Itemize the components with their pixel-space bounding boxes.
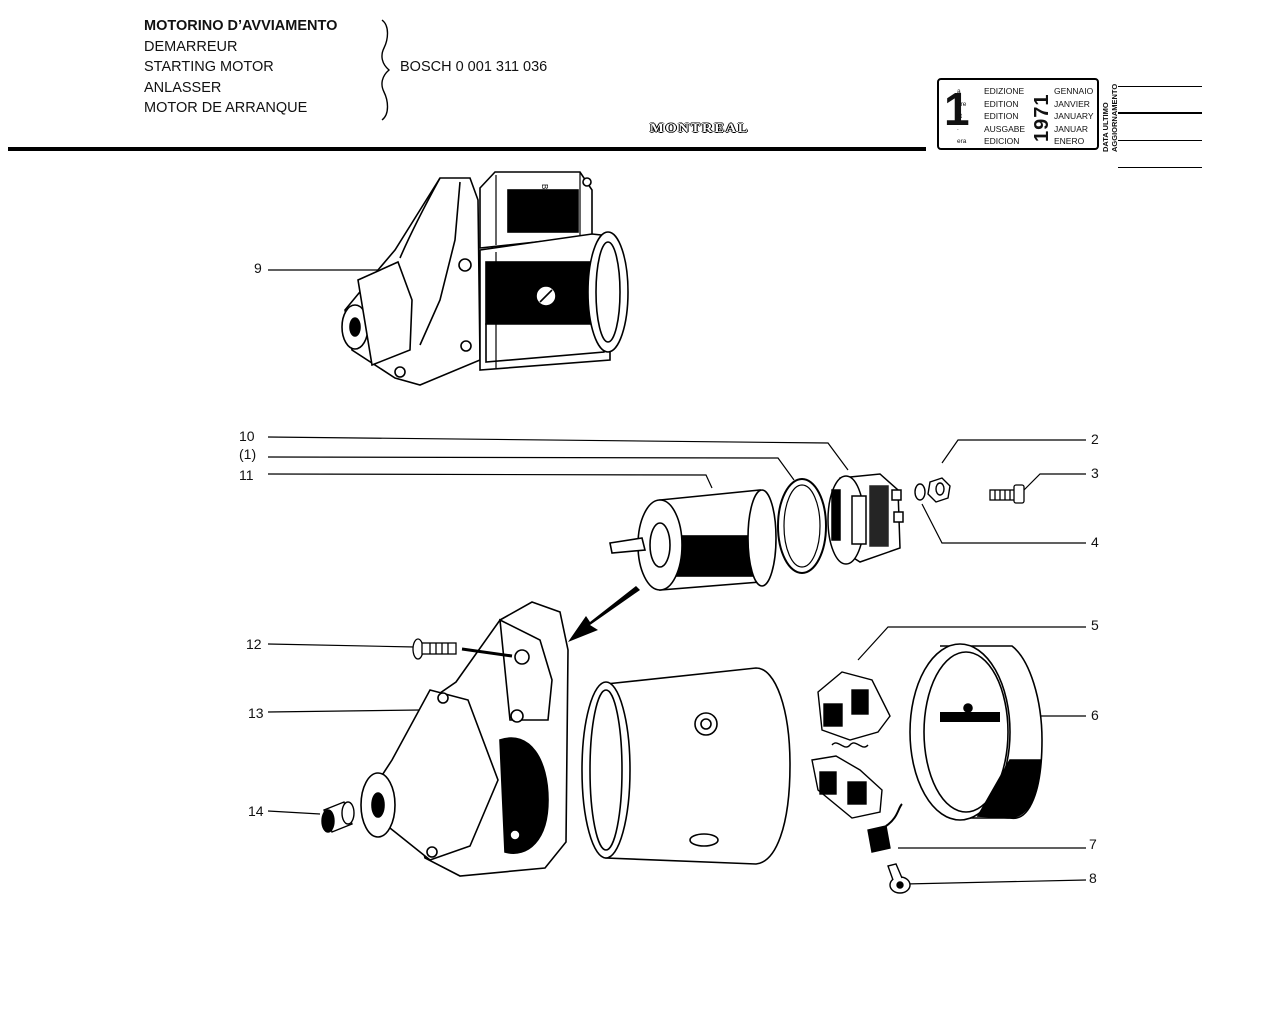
washer — [914, 483, 926, 501]
callout-6: 6 — [1091, 707, 1099, 723]
callout-14: 14 — [248, 803, 264, 819]
callout-1: (1) — [239, 446, 257, 462]
callout-8: 8 — [1089, 870, 1097, 886]
gasket-ring — [777, 478, 827, 574]
leader-line-4 — [921, 503, 1086, 544]
bushing — [321, 801, 355, 833]
month-word: JANVIER — [1054, 98, 1090, 109]
drive-end-housing — [360, 601, 569, 877]
callout-12: 12 — [246, 636, 262, 652]
leader-line-11 — [267, 473, 713, 489]
update-line — [1118, 166, 1202, 169]
title-german: ANLASSER — [144, 79, 222, 96]
nut — [927, 477, 951, 503]
edition-number: 1 — [944, 83, 970, 135]
title-french: DEMARREUR — [144, 38, 238, 55]
edition-word: EDICION — [984, 136, 1020, 147]
edition-word: EDIZIONE — [984, 86, 1025, 96]
assembled-starter-motor: BOSCH — [341, 171, 629, 386]
field-frame-housing — [581, 667, 791, 865]
leader-line-3 — [1023, 473, 1086, 491]
edition-suffix: era — [957, 138, 967, 145]
leader-line-1 — [267, 456, 795, 481]
spring-clip — [887, 863, 911, 894]
part-number: BOSCH 0 001 311 036 — [400, 59, 548, 75]
callout-10: 10 — [239, 428, 255, 444]
model-logo: MONTREAL — [650, 120, 750, 135]
leader-line-13 — [267, 709, 421, 713]
title-block: MOTORINO D’AVVIAMENTO DEMARREUR STARTING… — [144, 16, 337, 119]
edition-word: AUSGABE — [984, 123, 1026, 134]
edition-suffix: st — [957, 113, 963, 120]
callout-13: 13 — [248, 705, 264, 721]
leader-line-14 — [267, 810, 321, 815]
cover-band — [909, 643, 1043, 821]
update-line — [1118, 86, 1202, 88]
leader-line-2 — [941, 439, 1086, 464]
screw — [989, 484, 1025, 504]
bolt — [412, 638, 513, 660]
callout-3: 3 — [1091, 465, 1099, 481]
assembly-arrow — [568, 586, 640, 642]
edition-word: EDITION — [984, 111, 1019, 122]
callout-7: 7 — [1089, 836, 1097, 852]
edition-box: 1 a ere st . era EDIZIONE EDITION EDITIO… — [937, 78, 1099, 150]
edition-suffix: ere — [957, 101, 967, 108]
header-rule — [8, 147, 926, 151]
edition-word: EDITION — [984, 98, 1019, 109]
housing-brand-label: BOSCH — [540, 184, 549, 213]
solenoid-cover — [827, 473, 904, 565]
month-word: JANUAR — [1054, 123, 1089, 134]
carbon-brush — [867, 803, 903, 853]
callout-11: 11 — [239, 467, 254, 483]
update-line — [1118, 139, 1202, 141]
leader-line-12 — [267, 643, 416, 648]
leader-line-5 — [857, 626, 1086, 661]
callout-5: 5 — [1091, 617, 1099, 633]
month-word: GENNAIO — [1054, 86, 1094, 96]
title-brace — [381, 19, 391, 121]
month-word: JANUARY — [1054, 111, 1094, 122]
callout-4: 4 — [1091, 534, 1099, 550]
title-spanish: MOTOR DE ARRANQUE — [144, 100, 308, 117]
edition-suffix: a — [957, 88, 961, 95]
leader-line-8 — [904, 879, 1087, 885]
update-line — [1118, 112, 1202, 114]
leader-line-10 — [267, 436, 849, 471]
title-italian: MOTORINO D’AVVIAMENTO — [144, 18, 338, 34]
update-entry-lines — [1118, 86, 1202, 194]
brush-holder-plate — [811, 671, 891, 819]
callout-9: 9 — [254, 260, 262, 276]
month-word: ENERO — [1054, 136, 1085, 147]
edition-suffix: . — [957, 125, 959, 132]
edition-words: EDIZIONE EDITION EDITION AUSGABE EDICION — [984, 85, 1025, 148]
title-english: STARTING MOTOR — [144, 59, 274, 76]
month-words: GENNAIO JANVIER JANUARY JANUAR ENERO — [1054, 85, 1094, 148]
callout-2: 2 — [1091, 431, 1099, 447]
solenoid-switch — [609, 489, 777, 591]
